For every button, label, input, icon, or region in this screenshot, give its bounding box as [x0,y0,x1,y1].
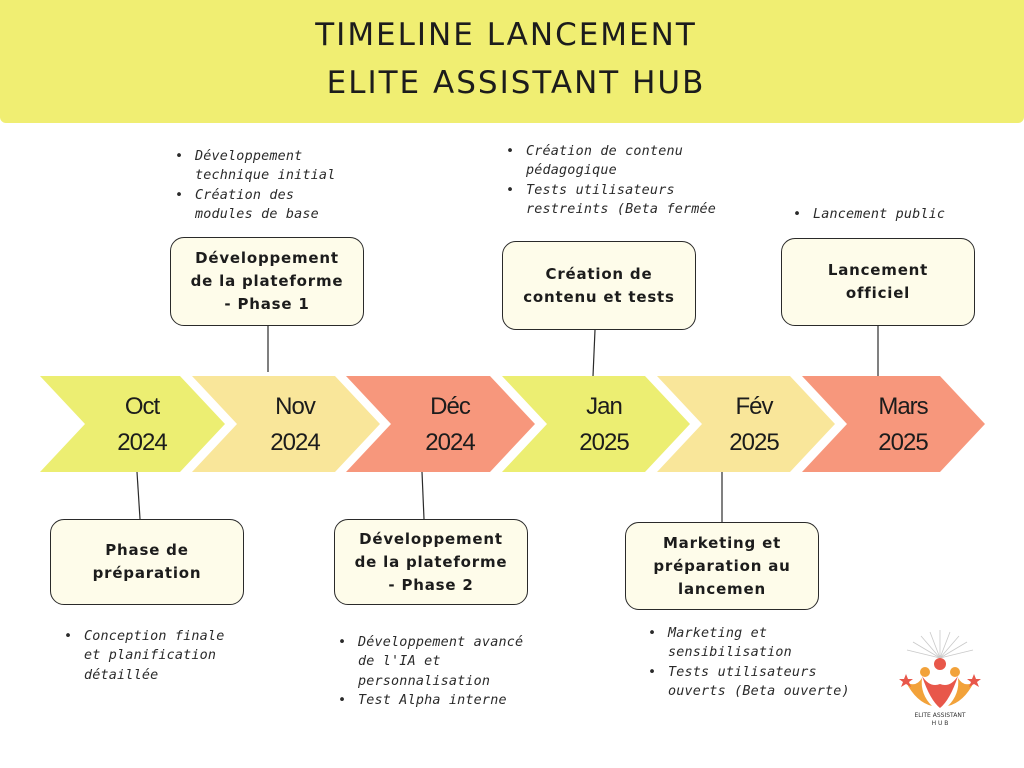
phase-box-nov: Développement de la plateforme - Phase 1 [170,237,364,326]
notes-mar: Lancement public [793,205,993,225]
year-feb: 2025 [729,429,779,456]
phase-box-dec: Développement de la plateforme - Phase 2 [334,519,528,605]
month-mar: Mars [878,393,928,420]
note-item: Test Alpha interne [338,691,568,711]
month-feb: Fév [735,393,773,420]
month-oct: Oct [125,393,161,420]
chevron-feb [657,376,835,472]
month-dec: Déc [430,393,471,420]
year-jan: 2025 [579,429,629,456]
chevron-jan [502,376,690,472]
notes-jan: Création de contenu pédagogique Tests ut… [506,142,746,219]
year-oct: 2024 [117,429,167,456]
page-title-line1: TIMELINE LANCEMENT [315,17,697,53]
logo-text: ELITE ASSISTANT H U B [892,712,988,728]
notes-nov: Développement technique initial Création… [175,147,375,224]
year-dec: 2024 [425,429,475,456]
chevron-mar [802,376,985,472]
year-nov: 2024 [270,429,320,456]
connector-dec [421,471,425,520]
chevron-oct [40,376,225,472]
phase-box-mar: Lancement officiel [781,238,975,326]
logo-line2: H U B [931,720,949,727]
phase-box-oct: Phase de préparation [50,519,244,605]
note-item: Marketing et sensibilisation [648,624,878,663]
month-nov: Nov [275,393,316,420]
note-item: Conception finale et planification détai… [64,627,264,685]
chevron-dec [346,376,535,472]
note-item: Création des modules de base [175,186,375,225]
logo-line1: ELITE ASSISTANT [914,712,966,719]
note-item: Développement technique initial [175,147,375,186]
header-banner: TIMELINE LANCEMENT ELITE ASSISTANT HUB [0,0,1024,123]
note-item: Développement avancé de l'IA et personna… [338,633,568,691]
notes-feb: Marketing et sensibilisation Tests utili… [648,624,878,701]
note-item: Tests utilisateurs restreints (Beta ferm… [506,181,746,220]
year-mar: 2025 [878,429,928,456]
notes-dec: Développement avancé de l'IA et personna… [338,633,568,710]
notes-oct: Conception finale et planification détai… [64,627,264,685]
page-title-line2: ELITE ASSISTANT HUB [326,65,706,101]
phase-box-jan: Création de contenu et tests [502,241,696,330]
note-item: Tests utilisateurs ouverts (Beta ouverte… [648,663,878,702]
month-jan: Jan [586,393,622,420]
elite-assistant-hub-logo [899,630,981,708]
note-item: Lancement public [793,205,993,225]
connector-oct [136,471,141,520]
connector-jan [592,329,596,377]
phase-box-feb: Marketing et préparation au lancemen [625,522,819,610]
chevron-nov [192,376,380,472]
note-item: Création de contenu pédagogique [506,142,746,181]
